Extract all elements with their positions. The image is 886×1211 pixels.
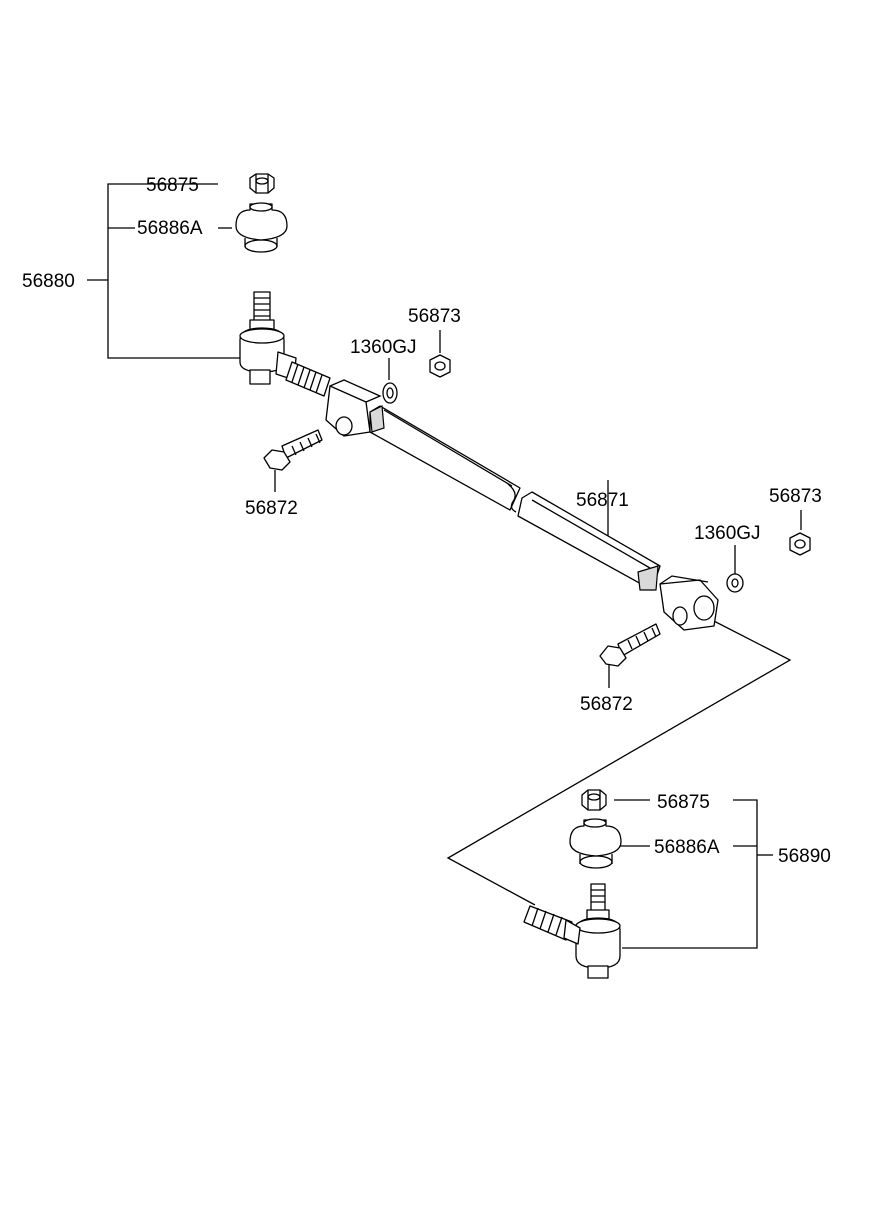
leader-lines xyxy=(87,183,802,949)
part-labels: 56875 56886A 56880 56873 1360GJ 56872 56… xyxy=(22,175,831,867)
label-56886a-top: 56886A xyxy=(137,218,203,239)
label-56880: 56880 xyxy=(22,271,75,292)
boot-56886a-bottom-icon xyxy=(569,818,622,869)
label-56890: 56890 xyxy=(778,846,831,867)
label-56872-upper: 56872 xyxy=(245,498,298,519)
bolt-56872-lower-icon xyxy=(599,623,661,667)
nut-56875-top-icon xyxy=(249,173,275,194)
label-56873-lower: 56873 xyxy=(769,486,822,507)
tie-rod-tube-56871-icon xyxy=(325,379,719,631)
label-56875-top: 56875 xyxy=(146,175,199,196)
nut-56873-lower-icon xyxy=(789,532,811,556)
tie-rod-end-56880-icon xyxy=(239,291,331,397)
washer-1360gj-lower-icon xyxy=(726,573,744,593)
nut-56873-upper-icon xyxy=(429,354,451,378)
washer-1360gj-upper-icon xyxy=(382,382,398,404)
label-56872-lower: 56872 xyxy=(580,694,633,715)
label-1360gj-lower: 1360GJ xyxy=(694,523,761,544)
boot-56886a-top-icon xyxy=(235,202,288,253)
bolt-56872-upper-icon xyxy=(263,429,323,471)
label-56873-upper: 56873 xyxy=(408,306,461,327)
label-1360gj-upper: 1360GJ xyxy=(350,337,417,358)
label-56875-bottom: 56875 xyxy=(657,792,710,813)
label-56871: 56871 xyxy=(576,490,629,511)
label-56886a-bottom: 56886A xyxy=(654,837,720,858)
nut-56875-bottom-icon xyxy=(581,789,607,811)
tie-rod-end-56890-icon xyxy=(523,883,621,979)
